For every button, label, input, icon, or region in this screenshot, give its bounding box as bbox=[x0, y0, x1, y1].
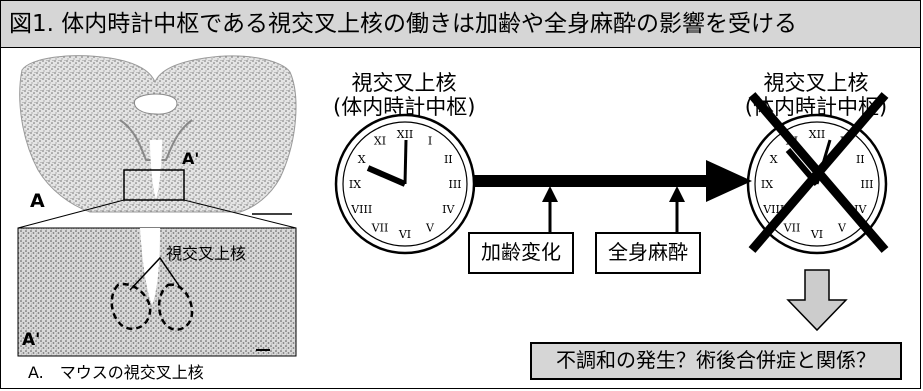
clock-normal-numeral: VIII bbox=[350, 203, 372, 216]
clock-normal-numeral: III bbox=[448, 178, 461, 191]
clock-disrupted-numeral: V bbox=[837, 221, 847, 234]
anesthesia-factor-box: 全身麻酔 bbox=[595, 232, 701, 274]
panel-caption: A. マウスの視交叉上核 bbox=[28, 363, 204, 382]
clock-normal-sublabel: (体内時計中枢) bbox=[333, 95, 476, 119]
clock-disrupted-numeral: VI bbox=[810, 228, 823, 241]
clock-disrupted-numeral: XII bbox=[809, 128, 826, 141]
clock-disrupted-numeral: X bbox=[770, 153, 778, 166]
clock-normal-numeral: IX bbox=[349, 178, 361, 191]
inset-scn-label: 視交叉上核 bbox=[166, 244, 247, 263]
consequence-box: 不調和の発生？術後合併症と関係？ bbox=[530, 342, 902, 380]
clock-disrupted-numeral: IX bbox=[761, 178, 773, 191]
factor-arrows bbox=[542, 186, 685, 232]
panel-a-prime-label: A' bbox=[182, 149, 200, 168]
main-arrow bbox=[474, 160, 752, 202]
aging-factor-box: 加齢変化 bbox=[468, 232, 574, 274]
clock-normal bbox=[334, 113, 476, 255]
clock-normal-numeral: VI bbox=[398, 228, 411, 241]
inset-a-prime-label: A' bbox=[22, 330, 41, 350]
figure-title: 図1. 体内時計中枢である視交叉上核の働きは加齢や全身麻酔の影響を受ける bbox=[9, 11, 798, 37]
clock-normal-numeral: X bbox=[358, 153, 366, 166]
disruption-cross bbox=[748, 92, 889, 253]
clock-normal-label: 視交叉上核 bbox=[351, 71, 457, 95]
clock-disrupted-numeral: II bbox=[856, 153, 865, 166]
consequence-arrow bbox=[786, 269, 848, 332]
title-bar: 図1. 体内時計中枢である視交叉上核の働きは加齢や全身麻酔の影響を受ける bbox=[1, 1, 920, 48]
clock-disrupted-numeral: III bbox=[860, 178, 873, 191]
clock-normal-numeral: I bbox=[428, 135, 432, 148]
clock-normal-numeral: V bbox=[425, 221, 435, 234]
inset-scn-image bbox=[17, 227, 297, 357]
clock-normal-numeral: XII bbox=[397, 128, 414, 141]
clock-disrupted-label: 視交叉上核 bbox=[763, 71, 869, 95]
panel-a-label: A bbox=[30, 190, 45, 212]
clock-normal-numeral: IV bbox=[442, 203, 455, 216]
clock-normal-numeral: VII bbox=[371, 221, 389, 234]
clock-disrupted-sublabel: (体内時計中枢) bbox=[744, 95, 888, 119]
clock-normal-numeral: XI bbox=[374, 135, 386, 148]
clock-disrupted-numeral: VII bbox=[783, 221, 801, 234]
brain-section-image bbox=[17, 55, 297, 229]
clock-normal-numeral: II bbox=[444, 153, 453, 166]
